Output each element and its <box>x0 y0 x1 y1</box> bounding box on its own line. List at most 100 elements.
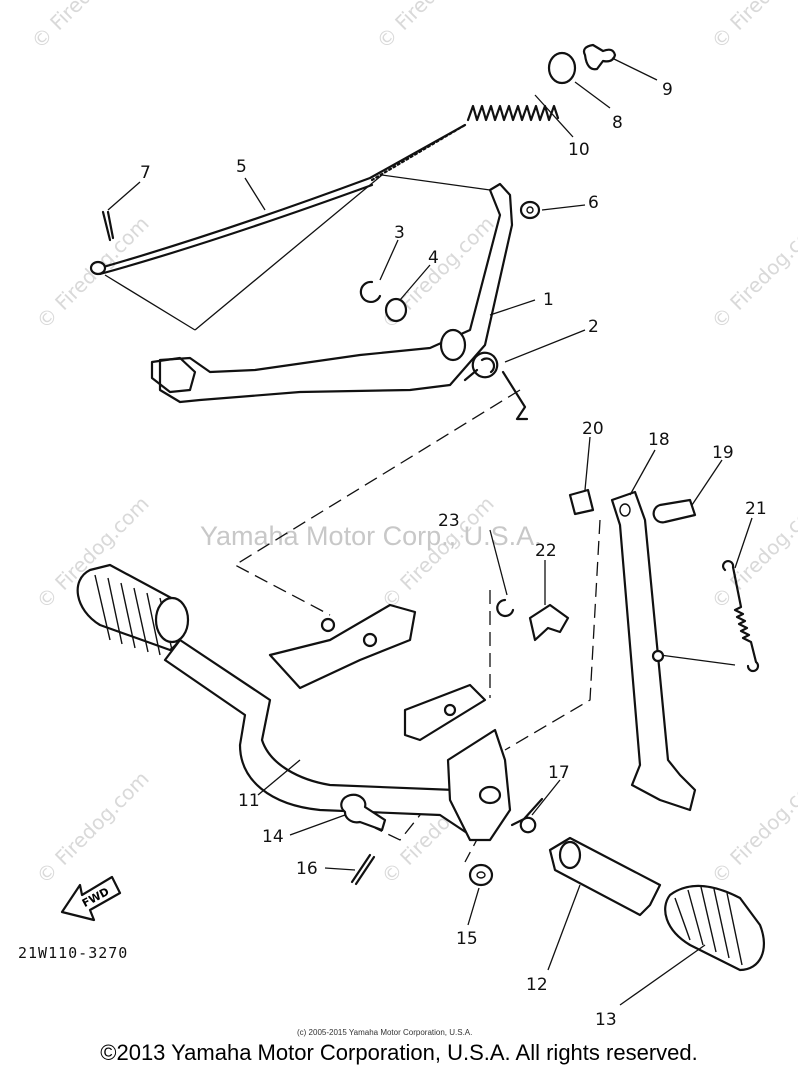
mid-bolt <box>443 703 457 717</box>
callout-17: 17 <box>548 763 570 783</box>
callout-23: 23 <box>438 511 460 531</box>
callout-13: 13 <box>595 1010 617 1030</box>
callout-16: 16 <box>296 859 318 879</box>
callout-2: 2 <box>588 317 599 337</box>
spring-post <box>651 649 665 663</box>
rubber-ribs-right <box>674 886 743 966</box>
callout-4: 4 <box>428 248 439 268</box>
side-stand <box>610 490 697 812</box>
watermark: © Firedog.com <box>707 766 798 888</box>
circlip <box>359 280 382 303</box>
cotter-pin-lower <box>350 853 376 886</box>
callout-11: 11 <box>238 791 260 811</box>
leader <box>629 449 656 496</box>
diagram-code: 21W110-3270 <box>18 944 128 962</box>
watermark-layer: © Firedog.com © Firedog.com © Firedog.co… <box>27 0 798 889</box>
return-spring <box>463 351 529 421</box>
upper-bracket <box>268 603 417 690</box>
leader <box>399 264 431 301</box>
footer-copyright: ©2013 Yamaha Motor Corporation, U.S.A. A… <box>100 1040 698 1065</box>
watermark: © Firedog.com <box>372 0 494 54</box>
callout-5: 5 <box>236 157 247 177</box>
washer-hole <box>526 206 534 214</box>
small-copyright: (c) 2005-2015 Yamaha Motor Corporation, … <box>297 1028 472 1037</box>
stand-spring <box>722 559 760 673</box>
assembly-outline <box>104 174 491 331</box>
brake-rod-inner <box>98 183 374 276</box>
leader <box>611 57 658 81</box>
callout-9: 9 <box>662 80 673 100</box>
leader <box>489 299 536 316</box>
bracket-bolt <box>320 617 336 633</box>
leader <box>691 459 723 506</box>
callout-14: 14 <box>262 827 284 847</box>
bracket-bolt <box>362 632 378 648</box>
center-watermark: Yamaha Motor Corp., U.S.A. <box>200 521 542 551</box>
footrest-bar <box>163 638 492 837</box>
leader-lines <box>107 57 753 1006</box>
brake-rod <box>98 123 467 270</box>
leader <box>534 94 574 138</box>
leader <box>541 204 586 211</box>
leader <box>734 517 753 569</box>
callout-3: 3 <box>394 223 405 243</box>
torsion-spring <box>510 797 544 834</box>
spring-hook-line <box>659 654 736 666</box>
callout-8: 8 <box>612 113 623 133</box>
collar-lower <box>568 488 595 516</box>
watermark: © Firedog.com <box>707 211 798 333</box>
leader <box>324 867 356 871</box>
fwd-arrow: FWD <box>60 875 122 922</box>
leader <box>379 239 399 281</box>
adjust-nut <box>582 43 617 71</box>
callout-10: 10 <box>568 140 590 160</box>
joint <box>547 51 577 85</box>
leader <box>467 887 480 926</box>
leader <box>489 529 508 596</box>
bolt <box>528 603 570 642</box>
collar <box>384 297 408 323</box>
pedal-boss <box>439 328 467 362</box>
stand-hole <box>619 503 631 517</box>
callout-12: 12 <box>526 975 548 995</box>
spring <box>466 104 560 122</box>
watermark: © Firedog.com <box>27 0 149 54</box>
brake-pedal-assembly <box>89 43 617 421</box>
leader <box>107 181 141 211</box>
leader <box>244 177 266 211</box>
leader <box>504 329 586 363</box>
leader <box>584 436 591 491</box>
dash-line <box>233 389 521 616</box>
callout-15: 15 <box>456 929 478 949</box>
footrest-rubber-right <box>664 884 765 972</box>
callout-19: 19 <box>712 443 734 463</box>
brake-pedal <box>158 182 514 404</box>
arrow-shape <box>60 875 122 922</box>
pivot-pin <box>340 793 387 832</box>
cotter-pin <box>101 210 115 242</box>
dash-line <box>504 519 601 751</box>
shaft-end <box>558 840 582 870</box>
bar-end <box>154 596 190 644</box>
pivot-hole <box>478 785 502 805</box>
plain-washer <box>468 863 494 887</box>
watermark: © Firedog.com <box>377 491 499 613</box>
rod-eye <box>89 260 107 276</box>
threaded-end <box>370 123 467 182</box>
watermark: © Firedog.com <box>707 0 798 54</box>
callout-1: 1 <box>543 290 554 310</box>
callout-18: 18 <box>648 430 670 450</box>
leader <box>547 884 581 971</box>
leader <box>257 759 301 796</box>
leader <box>619 944 706 1006</box>
footrest-assembly <box>76 563 765 972</box>
pivot-bracket <box>446 728 512 842</box>
leader <box>531 779 561 816</box>
callout-20: 20 <box>582 419 604 439</box>
circlip-lower <box>496 598 515 618</box>
callouts: 1 2 3 4 5 6 7 8 9 10 11 12 13 14 15 16 1… <box>140 80 767 1030</box>
callout-7: 7 <box>140 163 151 183</box>
leader <box>289 814 346 836</box>
leader <box>574 81 611 109</box>
